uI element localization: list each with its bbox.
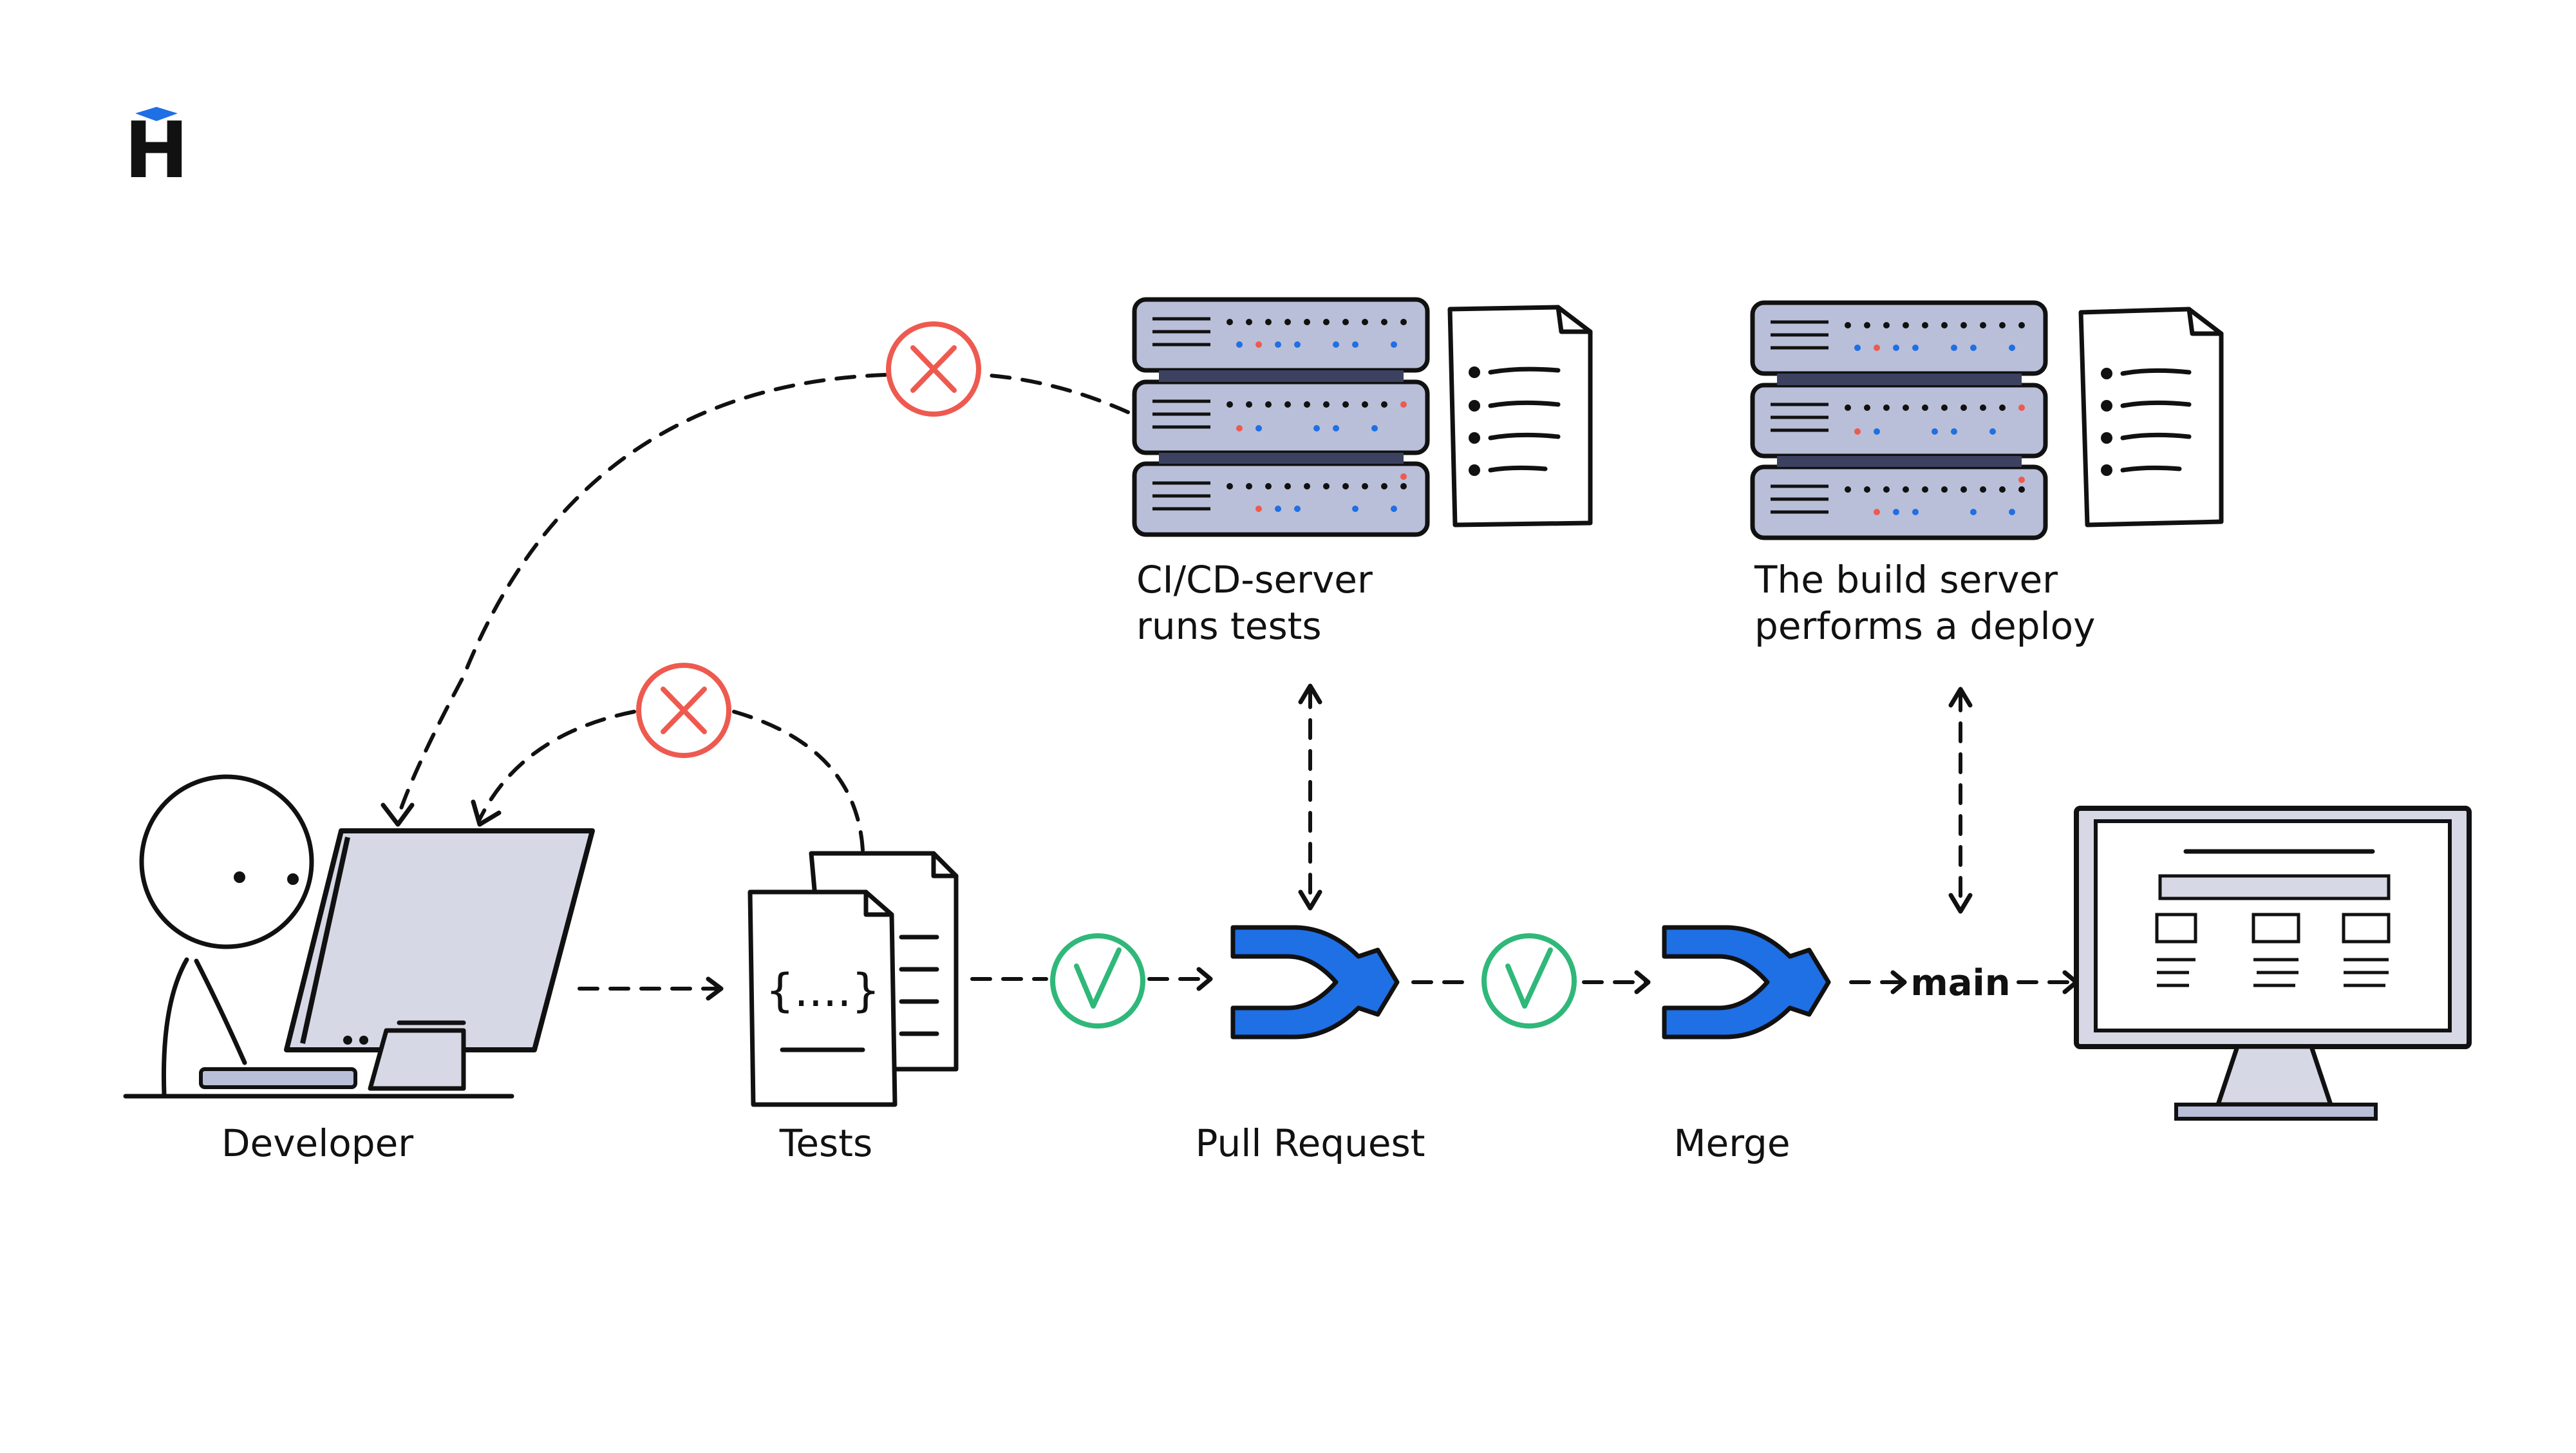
build-server-label-line1: The build server [1754,558,2058,602]
brand-logo: H [124,106,189,196]
merge-icon [1662,925,1831,1040]
server-links [1298,683,1973,914]
tests-icon: {....} [747,851,959,1107]
logo-letter: H [124,106,189,196]
feedback-arcs [381,373,1130,852]
ci-server-label-line2: runs tests [1136,604,1322,648]
pass-icon-pr [1481,933,1577,1029]
fail-icon-tests [636,663,731,758]
build-server-label-line2: performs a deploy [1754,604,2095,648]
fail-icon-ci [886,321,981,417]
flow-arrows [578,967,2079,1001]
pull-request-icon [1230,925,1400,1040]
developer-label: Developer [221,1121,413,1165]
merge-label: Merge [1673,1121,1790,1165]
tests-code-text: {....} [766,964,880,1017]
production-monitor-icon [2074,806,2472,1121]
build-server-icon [1750,300,2224,540]
developer-icon [123,774,595,1099]
tests-label: Tests [779,1121,872,1165]
pass-icon-tests [1050,933,1145,1029]
ci-server-label-line1: CI/CD-server [1136,558,1373,602]
main-branch-label: main [1910,962,2010,1004]
pull-request-label: Pull Request [1196,1121,1425,1165]
ci-server-icon [1132,297,1593,537]
